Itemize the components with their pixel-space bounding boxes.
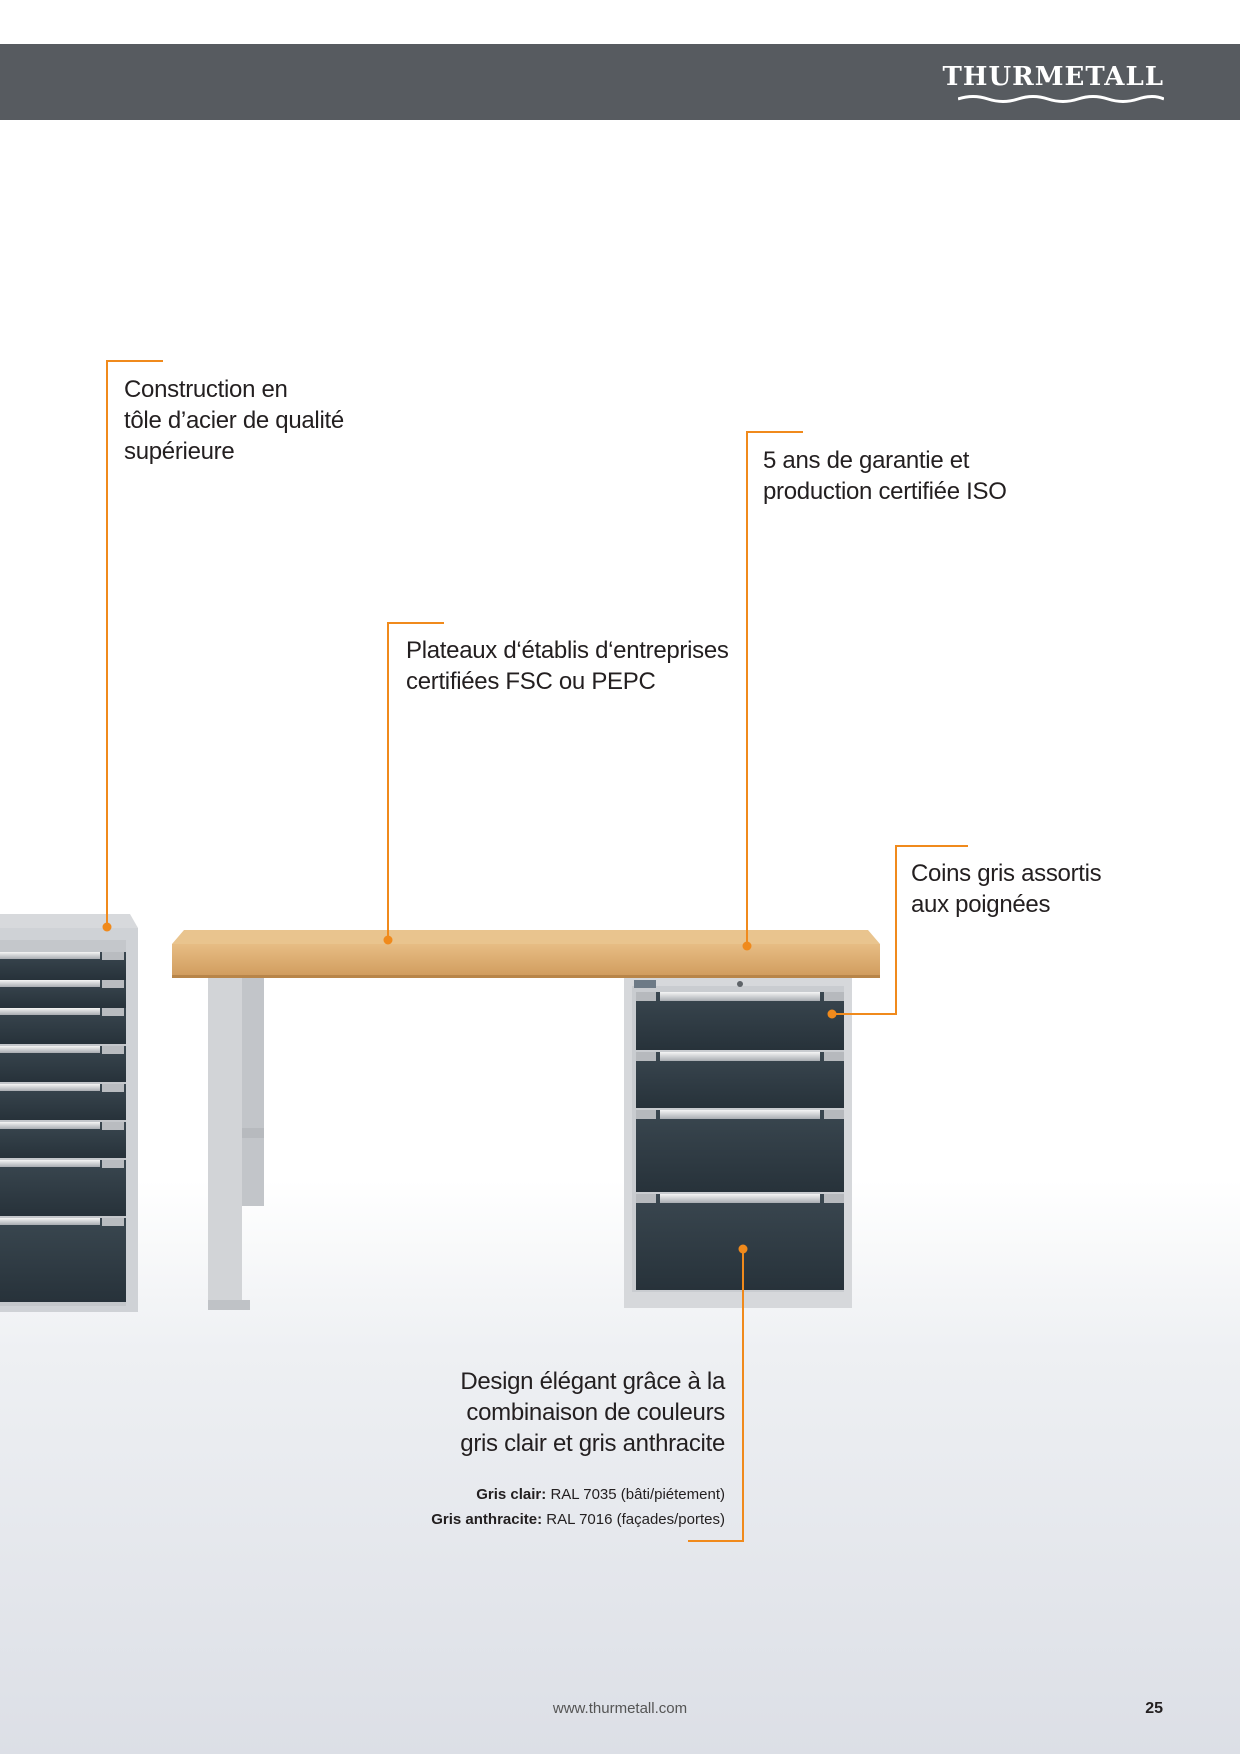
spec-anthracite-label: Gris anthracite:	[431, 1511, 543, 1528]
callout-plateaux: Plateaux d‘établis d‘entreprises certifi…	[406, 635, 729, 697]
callout-construction-line: tôle d’acier de qualité	[124, 407, 344, 434]
spec-anthracite: Gris anthracite: RAL 7016 (façades/porte…	[431, 1507, 725, 1532]
right-drawer-pedestal	[624, 978, 852, 1308]
callout-leader-dots	[102, 922, 837, 1254]
callout-construction-line: supérieure	[124, 438, 235, 465]
callout-construction-line: Construction en	[124, 376, 288, 403]
brand-wave-icon	[958, 95, 1164, 103]
callout-plateaux-line: certifiées FSC ou PEPC	[406, 668, 656, 695]
spec-anthracite-value: RAL 7016 (façades/portes)	[542, 1511, 725, 1528]
callout-coins-line: aux poignées	[911, 891, 1051, 918]
wooden-worktop	[172, 930, 880, 978]
color-specifications: Gris clair: RAL 7035 (bâti/piétement) Gr…	[431, 1482, 725, 1532]
callout-coins: Coins gris assortis aux poignées	[911, 858, 1102, 920]
spec-light-grey: Gris clair: RAL 7035 (bâti/piétement)	[431, 1482, 725, 1507]
callout-design-line: Design élégant grâce à la	[460, 1368, 725, 1395]
callout-guarantee-line: 5 ans de garantie et	[763, 447, 970, 474]
callout-coins-line: Coins gris assortis	[911, 860, 1102, 887]
brand-logo: THURMETALL	[942, 62, 1164, 92]
left-drawer-cabinet	[0, 914, 138, 1312]
callout-design: Design élégant grâce à la combinaison de…	[460, 1366, 725, 1459]
callout-guarantee: 5 ans de garantie et production certifié…	[763, 445, 1007, 507]
page-number: 25	[1145, 1700, 1163, 1717]
footer-url[interactable]: www.thurmetall.com	[552, 1700, 688, 1717]
callout-guarantee-line: production certifiée ISO	[763, 478, 1007, 505]
callout-design-line: combinaison de couleurs	[466, 1399, 725, 1426]
callout-plateaux-line: Plateaux d‘établis d‘entreprises	[406, 637, 729, 664]
callout-construction: Construction en tôle d’acier de qualité …	[124, 374, 344, 467]
callout-leader-lines	[106, 360, 968, 1542]
header-bar: THURMETALL	[0, 44, 1240, 120]
spec-light-grey-value: RAL 7035 (bâti/piétement)	[546, 1486, 725, 1503]
workbench-leg	[208, 976, 264, 1310]
callout-design-line: gris clair et gris anthracite	[460, 1430, 725, 1457]
spec-light-grey-label: Gris clair:	[476, 1486, 547, 1503]
